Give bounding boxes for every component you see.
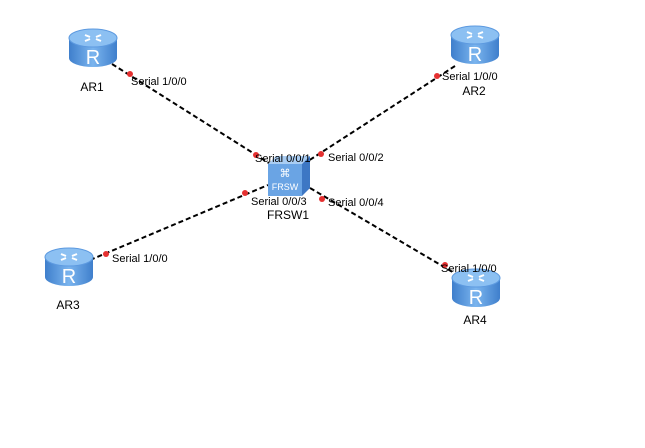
port-dot xyxy=(318,151,324,157)
port-dots xyxy=(103,71,448,268)
link-ar4-frsw1[interactable] xyxy=(309,187,457,275)
router-ar2-icon[interactable] xyxy=(450,25,500,67)
port-dot xyxy=(253,152,259,158)
links xyxy=(89,63,457,275)
router-ar4-icon[interactable] xyxy=(451,268,501,310)
link-ar3-frsw1[interactable] xyxy=(89,184,269,261)
port-label: Serial 0/0/3 xyxy=(251,196,307,208)
port-label: Serial 1/0/0 xyxy=(131,76,187,88)
ar2-label: AR2 xyxy=(462,84,486,98)
frsw-glyph: FRSW xyxy=(272,182,299,192)
port-dot xyxy=(442,262,448,268)
router-ar3-icon[interactable] xyxy=(44,247,94,289)
router-ar1-icon[interactable] xyxy=(68,28,118,70)
port-dot xyxy=(434,73,440,79)
port-label: Serial 0/0/4 xyxy=(328,197,384,209)
link-ar2-frsw1[interactable] xyxy=(304,65,456,164)
port-label: Serial 0/0/1 xyxy=(255,153,311,165)
ar4-label: AR4 xyxy=(463,313,487,327)
port-dot xyxy=(103,251,109,257)
port-dot xyxy=(319,196,325,202)
port-label: Serial 0/0/2 xyxy=(328,152,384,164)
port-dot xyxy=(127,71,133,77)
port-label: Serial 1/0/0 xyxy=(441,263,497,275)
svg-text:⌘: ⌘ xyxy=(280,168,291,180)
port-label: Serial 1/0/0 xyxy=(442,71,498,83)
ar3-label: AR3 xyxy=(56,298,80,312)
port-label: Serial 1/0/0 xyxy=(112,253,168,265)
port-dot xyxy=(242,190,248,196)
frsw-icon[interactable]: ⌘ FRSW xyxy=(268,156,310,196)
frsw1-label: FRSW1 xyxy=(267,208,309,222)
ar1-label: AR1 xyxy=(80,80,104,94)
